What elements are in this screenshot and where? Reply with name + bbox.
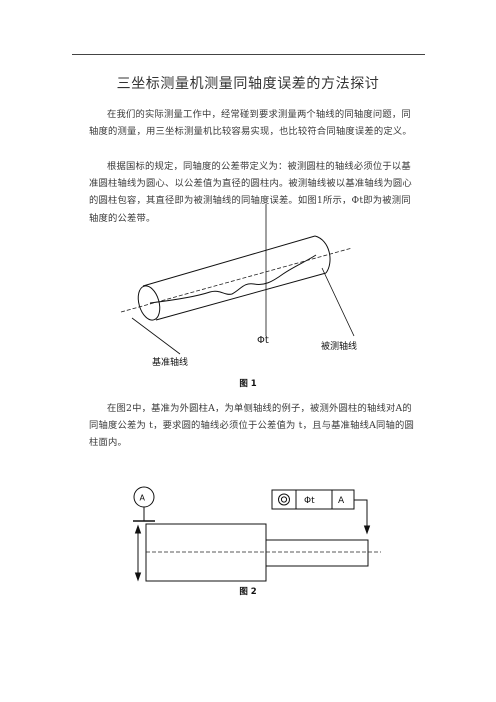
cylinder-outline — [142, 235, 327, 321]
dimension-arrowheads — [134, 524, 142, 582]
figure-2 — [133, 486, 371, 582]
paragraph-intro: 在我们的实际测量工作中，经常碰到要求测量两个轴线的同轴度问题，同轴度的测量，用三… — [89, 109, 412, 138]
fcf-leader — [354, 499, 368, 532]
fcf-tolerance-label: Φt — [304, 496, 315, 506]
feature-control-frame — [271, 489, 355, 510]
page-title: 三坐标测量机测量同轴度误差的方法探讨 — [116, 76, 380, 92]
paragraph-definition: 根据国标的规定，同轴度的公差带定义为：被测圆柱的轴线必须位于以基准圆柱轴线为圆心… — [89, 161, 412, 224]
datum-a-bubble — [133, 486, 155, 508]
datum-axis-line — [120, 247, 353, 313]
datum-a-letter: A — [140, 494, 146, 503]
measured-axis-curve — [149, 254, 317, 304]
measured-axis-leader — [321, 267, 355, 337]
datum-cylinder-body — [145, 523, 267, 582]
header-rule — [72, 54, 425, 55]
figure-1-measured-axis-label: 被测轴线 — [321, 340, 357, 352]
datum-axis-leader — [131, 317, 181, 355]
measured-shaft-body — [265, 539, 369, 567]
fcf-datum-label: A — [338, 496, 345, 506]
figure-1-tolerance-label: Φt — [257, 335, 269, 346]
figure-1-caption: 图 1 — [239, 379, 257, 389]
concentricity-inner-icon — [280, 496, 288, 503]
figure-1-datum-axis-label: 基准轴线 — [152, 356, 188, 368]
paragraph-figure-2: 在图2中，基准为外圆柱A，为单侧轴线的例子，被测外圆柱的轴线对A的同轴度公差为 … — [89, 403, 414, 449]
concentricity-outer-icon — [278, 493, 290, 506]
figure-2-caption: 图 2 — [239, 587, 257, 597]
figure-1-cylinder — [137, 235, 331, 321]
cylinder-left-end — [137, 285, 161, 321]
cylinder-right-end — [314, 235, 331, 274]
fcf-leader-arrowhead — [363, 525, 371, 535]
